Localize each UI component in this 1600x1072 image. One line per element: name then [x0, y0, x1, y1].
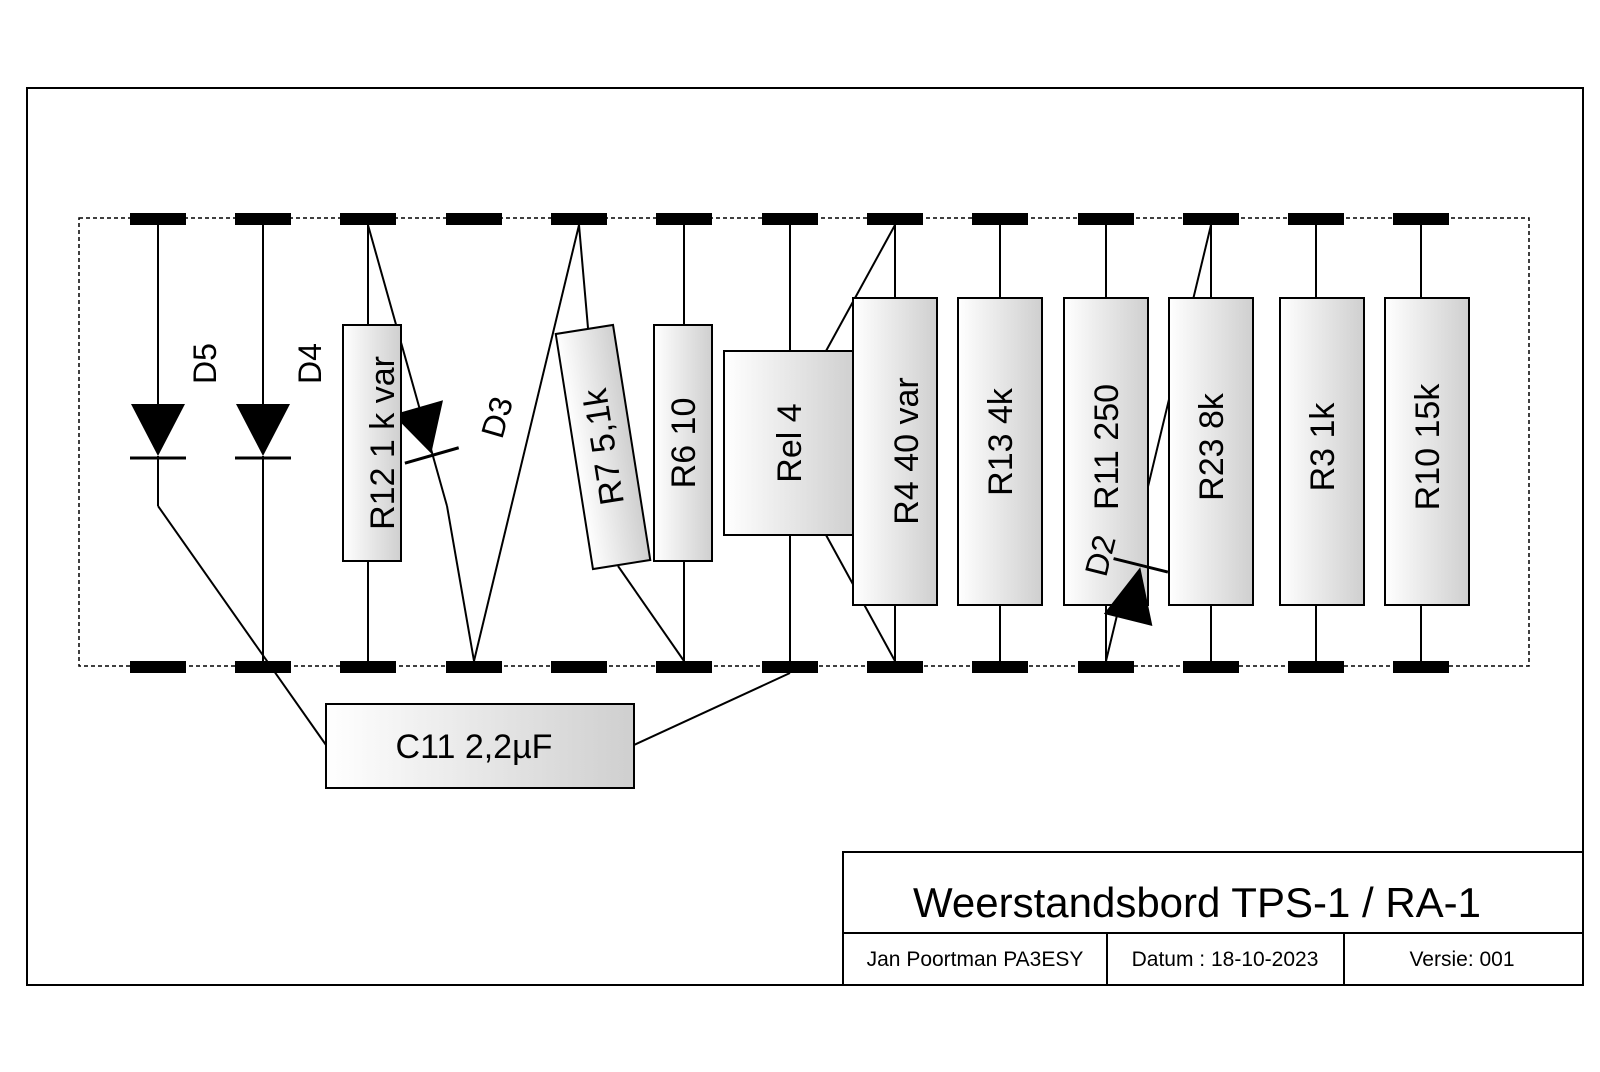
pad [656, 661, 712, 673]
resistor-r11: R11 250 [1063, 297, 1149, 606]
resistor-r12: R12 1 k var [342, 324, 402, 562]
pad [762, 213, 818, 225]
pad [1288, 661, 1344, 673]
pad [1183, 213, 1239, 225]
pad [656, 213, 712, 225]
pad [867, 661, 923, 673]
pad [235, 661, 291, 673]
resistor-r6: R6 10 [653, 324, 713, 562]
resistor-r3: R3 1k [1279, 297, 1365, 606]
pad [1078, 213, 1134, 225]
resistor-r23-label: R23 8k [1193, 392, 1231, 501]
resistor-r6-label: R6 10 [665, 398, 703, 489]
pad [1078, 661, 1134, 673]
title-block-title: Weerstandsbord TPS-1 / RA-1 [913, 879, 1481, 926]
pad [972, 661, 1028, 673]
diode-d3 [393, 400, 460, 465]
pad [551, 213, 607, 225]
pad [130, 213, 186, 225]
wires [157, 224, 1422, 746]
resistor-r10: R10 15k [1384, 297, 1470, 606]
pad [1393, 213, 1449, 225]
capacitor-c11-label: C11 2,2µF [396, 728, 553, 766]
bottom-pad-row [130, 661, 1449, 673]
resistor-r7: R7 5,1k [554, 323, 652, 571]
pad [446, 661, 502, 673]
resistor-r4: R4 40 var [852, 297, 938, 606]
resistor-r13-label: R13 4k [982, 387, 1020, 496]
resistor-r23: R23 8k [1168, 297, 1254, 606]
resistor-r13: R13 4k [957, 297, 1043, 606]
resistor-r4-label: R4 40 var [888, 377, 926, 524]
pad [235, 213, 291, 225]
resistor-r11-label: R11 250 [1088, 384, 1126, 510]
resistor-r12-label: R12 1 k var [364, 356, 402, 530]
title-block-author: Jan Poortman PA3ESY [867, 948, 1084, 971]
pad [1393, 661, 1449, 673]
title-block-date: Datum : 18-10-2023 [1132, 948, 1319, 971]
pad [130, 661, 186, 673]
diode-d5: D5 [130, 343, 223, 460]
diode-d4-label: D4 [292, 343, 328, 384]
pad [867, 213, 923, 225]
pad [762, 661, 818, 673]
pad [1183, 661, 1239, 673]
top-pad-row [130, 213, 1449, 225]
diode-d3-label: D3 [474, 393, 520, 442]
pad [972, 213, 1028, 225]
diode-d2 [1103, 557, 1169, 626]
relay-rel4: Rel 4 [723, 350, 857, 536]
diode-d4-triangle-icon [236, 404, 290, 456]
resistor-r10-label: R10 15k [1409, 383, 1447, 511]
relay-rel4-label: Rel 4 [771, 403, 809, 482]
diode-d4: D4 [235, 343, 328, 460]
title-block: Weerstandsbord TPS-1 / RA-1 Jan Poortman… [842, 851, 1584, 986]
capacitor-c11: C11 2,2µF [325, 703, 635, 789]
pad [340, 661, 396, 673]
pad [551, 661, 607, 673]
diode-d5-label: D5 [187, 343, 223, 384]
page-frame [26, 87, 1584, 986]
diode-d5-triangle-icon [131, 404, 185, 456]
pad [340, 213, 396, 225]
diode-d2-triangle-icon [1103, 567, 1153, 626]
diode-d3-triangle-icon [393, 400, 444, 454]
pad [1288, 213, 1344, 225]
resistor-r3-label: R3 1k [1304, 402, 1342, 492]
title-block-version: Versie: 001 [1409, 948, 1514, 971]
pad [446, 213, 502, 225]
